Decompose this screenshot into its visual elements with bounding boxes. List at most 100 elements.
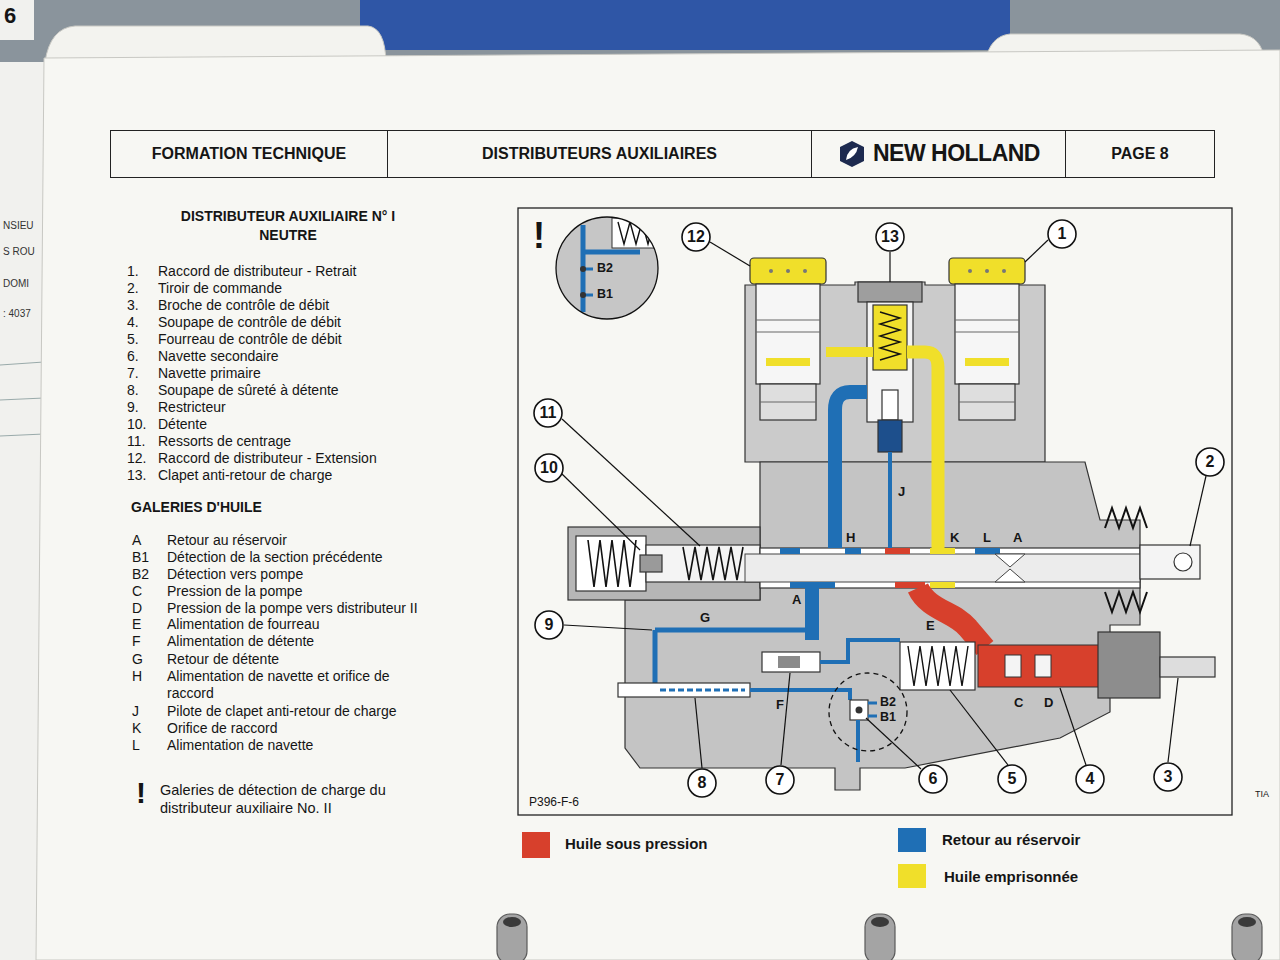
gallery-letter: D (132, 600, 142, 617)
gallery-name: Alimentation de détente (167, 633, 314, 650)
brand-icon (837, 139, 867, 169)
port-name: B1 (597, 288, 613, 301)
callout-number: 11 (533, 398, 563, 428)
callout-number: 6 (918, 764, 948, 794)
detail-outline (828, 672, 908, 752)
gallery-letter: C (132, 583, 142, 600)
gallery-letter: C (1014, 695, 1023, 711)
part-name: Détente (158, 416, 207, 433)
list-number: 8. (127, 382, 139, 399)
part-name: Soupape de sûreté à détente (158, 382, 339, 399)
legend-text: Retour au réservoir (942, 830, 1080, 850)
gallery-letter: H (132, 668, 142, 685)
figure-code: P396-F-6 (529, 795, 579, 809)
list-number: 9. (127, 399, 139, 416)
gallery-letter: D (1044, 695, 1053, 711)
list-number: 2. (127, 280, 139, 297)
list-number: 6. (127, 348, 139, 365)
gallery-name: Alimentation de navette et orifice de ra… (167, 668, 417, 702)
callout-number: 11 (540, 405, 557, 421)
gallery-letter: J (132, 703, 139, 720)
callout-number: 13 (875, 222, 905, 252)
part-name: Raccord de distributeur - Extension (158, 450, 377, 467)
part-name: Raccord de distributeur - Retrait (158, 263, 356, 280)
legend-text: Huile sous pression (565, 834, 708, 854)
gallery-letter: A (1013, 530, 1022, 546)
artist-mark: TIA (1255, 789, 1269, 800)
part-name: Clapet anti-retour de charge (158, 467, 332, 484)
part-name: Broche de contrôle de débit (158, 297, 329, 314)
callout-number: 13 (881, 229, 899, 245)
part-name: Fourreau de contrôle de débit (158, 331, 342, 348)
gallery-letter: G (700, 610, 710, 626)
part-name: Navette primaire (158, 365, 261, 382)
callout-number: 5 (1008, 771, 1017, 787)
note: Galeries de détection de charge du distr… (160, 781, 425, 817)
callout-number: 4 (1075, 764, 1105, 794)
callout-number: 9 (534, 610, 564, 640)
gallery-letter: A (132, 532, 141, 549)
callout-number: 12 (687, 229, 705, 245)
callout-number: 10 (540, 460, 558, 476)
part-name: Soupape de contrôle de débit (158, 314, 341, 331)
list-number: 5. (127, 331, 139, 348)
callout-number: 6 (929, 771, 938, 787)
callout-number: 1 (1058, 226, 1067, 242)
callout-number: 7 (765, 765, 795, 795)
warning-mark: ! (136, 775, 146, 811)
gallery-letter: A (792, 592, 801, 608)
part-name: Navette secondaire (158, 348, 279, 365)
callout-number: 8 (698, 775, 707, 791)
gallery-letter: H (846, 530, 855, 546)
gallery-name: Détection de la section précédente (167, 549, 383, 566)
background-text: NSIEU (3, 220, 34, 232)
gallery-letter: K (950, 530, 959, 546)
callout-number: 8 (687, 768, 717, 798)
legend-text: Huile emprisonnée (944, 867, 1078, 887)
background-text: : 4037 (3, 308, 31, 320)
callout-number: 2 (1195, 447, 1225, 477)
port-name: B1 (880, 711, 896, 724)
gallery-letter: L (983, 530, 991, 546)
gallery-letter: K (132, 720, 141, 737)
gallery-name: Détection vers pompe (167, 566, 303, 583)
header-cell: FORMATION TECHNIQUE (110, 130, 388, 178)
gallery-letter: G (132, 651, 143, 668)
section-title: DISTRIBUTEUR AUXILIAIRE N° I NEUTRE (163, 207, 413, 245)
callout-number: 1 (1047, 219, 1077, 249)
header-cell: DISTRIBUTEURS AUXILIAIRES (387, 130, 812, 178)
gallery-letter: J (898, 484, 905, 500)
list-number: 13. (127, 467, 146, 484)
part-name: Tiroir de commande (158, 280, 282, 297)
gallery-name: Pression de la pompe (167, 583, 302, 600)
gallery-letter: B1 (132, 549, 149, 566)
brand-name: NEW HOLLAND (873, 141, 1040, 166)
list-number: 12. (127, 450, 146, 467)
detail-circle: B2B1 (828, 672, 908, 752)
gallery-letter: F (776, 697, 784, 713)
gallery-name: Retour au réservoir (167, 532, 287, 549)
background-text: S ROU (3, 246, 35, 258)
legend-swatch (898, 828, 926, 852)
part-name: Restricteur (158, 399, 226, 416)
gallery-name: Alimentation de fourreau (167, 616, 320, 633)
port-name: B2 (597, 262, 613, 275)
callout-number: 10 (534, 453, 564, 483)
callout-number: 2 (1206, 454, 1215, 470)
header-cell: PAGE 8 (1065, 130, 1215, 178)
gallery-name: Orifice de raccord (167, 720, 277, 737)
header-text: DISTRIBUTEURS AUXILIAIRES (482, 145, 717, 163)
gallery-name: Pression de la pompe vers distributeur I… (167, 600, 418, 617)
gallery-letter: B2 (132, 566, 149, 583)
background-text: DOMI (3, 278, 29, 290)
page-number: 6 (4, 3, 16, 29)
gallery-letter: E (926, 618, 935, 634)
port-name: B2 (880, 696, 896, 709)
gallery-name: Pilote de clapet anti-retour de charge (167, 703, 397, 720)
gallery-name: Retour de détente (167, 651, 279, 668)
list-number: 10. (127, 416, 146, 433)
callout-number: 4 (1086, 771, 1095, 787)
callout-number: 3 (1164, 769, 1173, 785)
callout-number: 5 (997, 764, 1027, 794)
header-text: FORMATION TECHNIQUE (152, 145, 346, 163)
